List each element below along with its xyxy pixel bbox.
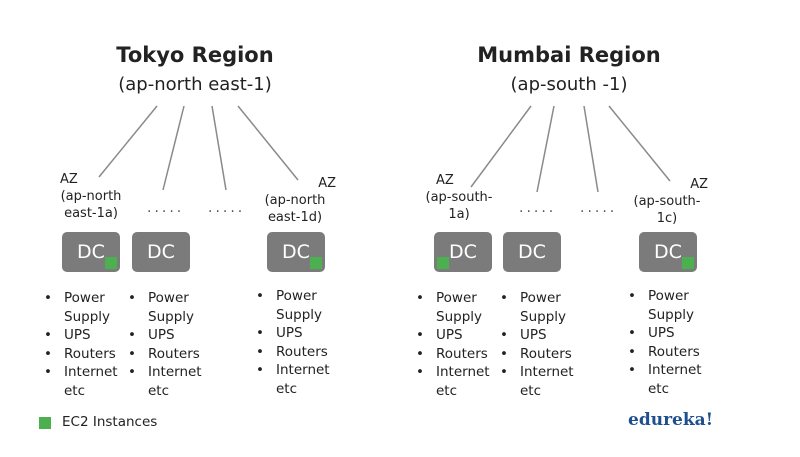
- connector-line: [211, 105, 227, 191]
- connector-line: [237, 105, 299, 181]
- ec2-legend-swatch: [39, 417, 51, 429]
- connector-line: [470, 105, 532, 188]
- list-item: •UPS: [256, 325, 303, 341]
- az-ellipsis: .....: [519, 200, 557, 216]
- connector-line: [98, 105, 158, 178]
- list-item: •Routers: [256, 343, 328, 360]
- list-item: •Routers: [500, 345, 572, 362]
- ec2-legend-label: EC2 Instances: [62, 414, 158, 430]
- dc-box: DC: [639, 232, 697, 272]
- connector-line: [162, 105, 185, 191]
- brand-logo: edureka!: [628, 410, 714, 430]
- dc-box: DC: [132, 232, 190, 272]
- list-item: •UPS: [416, 327, 463, 343]
- region-code-mumbai: (ap-south -1): [510, 74, 628, 95]
- list-item: •Routers: [128, 345, 200, 362]
- ec2-instance-marker: [437, 257, 449, 269]
- list-item: •Routers: [628, 343, 700, 360]
- dc-box: DC: [62, 232, 120, 272]
- az-ellipsis: .....: [208, 200, 246, 216]
- region-code-tokyo: (ap-north east-1): [118, 74, 272, 95]
- list-item: •UPS: [128, 327, 175, 343]
- list-item: •Routers: [416, 345, 488, 362]
- ec2-instance-marker: [310, 257, 322, 269]
- az-label-mumbai-1c: AZ (ap-south- 1c): [633, 177, 709, 226]
- connector-line: [536, 105, 555, 193]
- dc-box: DC: [434, 232, 492, 272]
- connector-line: [608, 105, 671, 182]
- az-ellipsis: .....: [580, 200, 618, 216]
- connector-line: [583, 105, 599, 193]
- list-item: •UPS: [500, 327, 547, 343]
- region-title-tokyo: Tokyo Region: [116, 43, 274, 67]
- ec2-instance-marker: [682, 257, 694, 269]
- ec2-instance-marker: [105, 257, 117, 269]
- dc-box: DC: [503, 232, 561, 272]
- list-item: •UPS: [628, 325, 675, 341]
- region-title-mumbai: Mumbai Region: [477, 43, 661, 67]
- az-ellipsis: .....: [147, 200, 185, 216]
- dc-box: DC: [267, 232, 325, 272]
- list-item: •UPS: [44, 327, 91, 343]
- list-item: •Routers: [44, 345, 116, 362]
- az-label-mumbai-1a: AZ (ap-south- 1a): [425, 173, 493, 222]
- az-label-tokyo-1a: AZ (ap-north east-1a): [60, 172, 122, 221]
- az-label-tokyo-1d: AZ (ap-north east-1d): [264, 176, 336, 225]
